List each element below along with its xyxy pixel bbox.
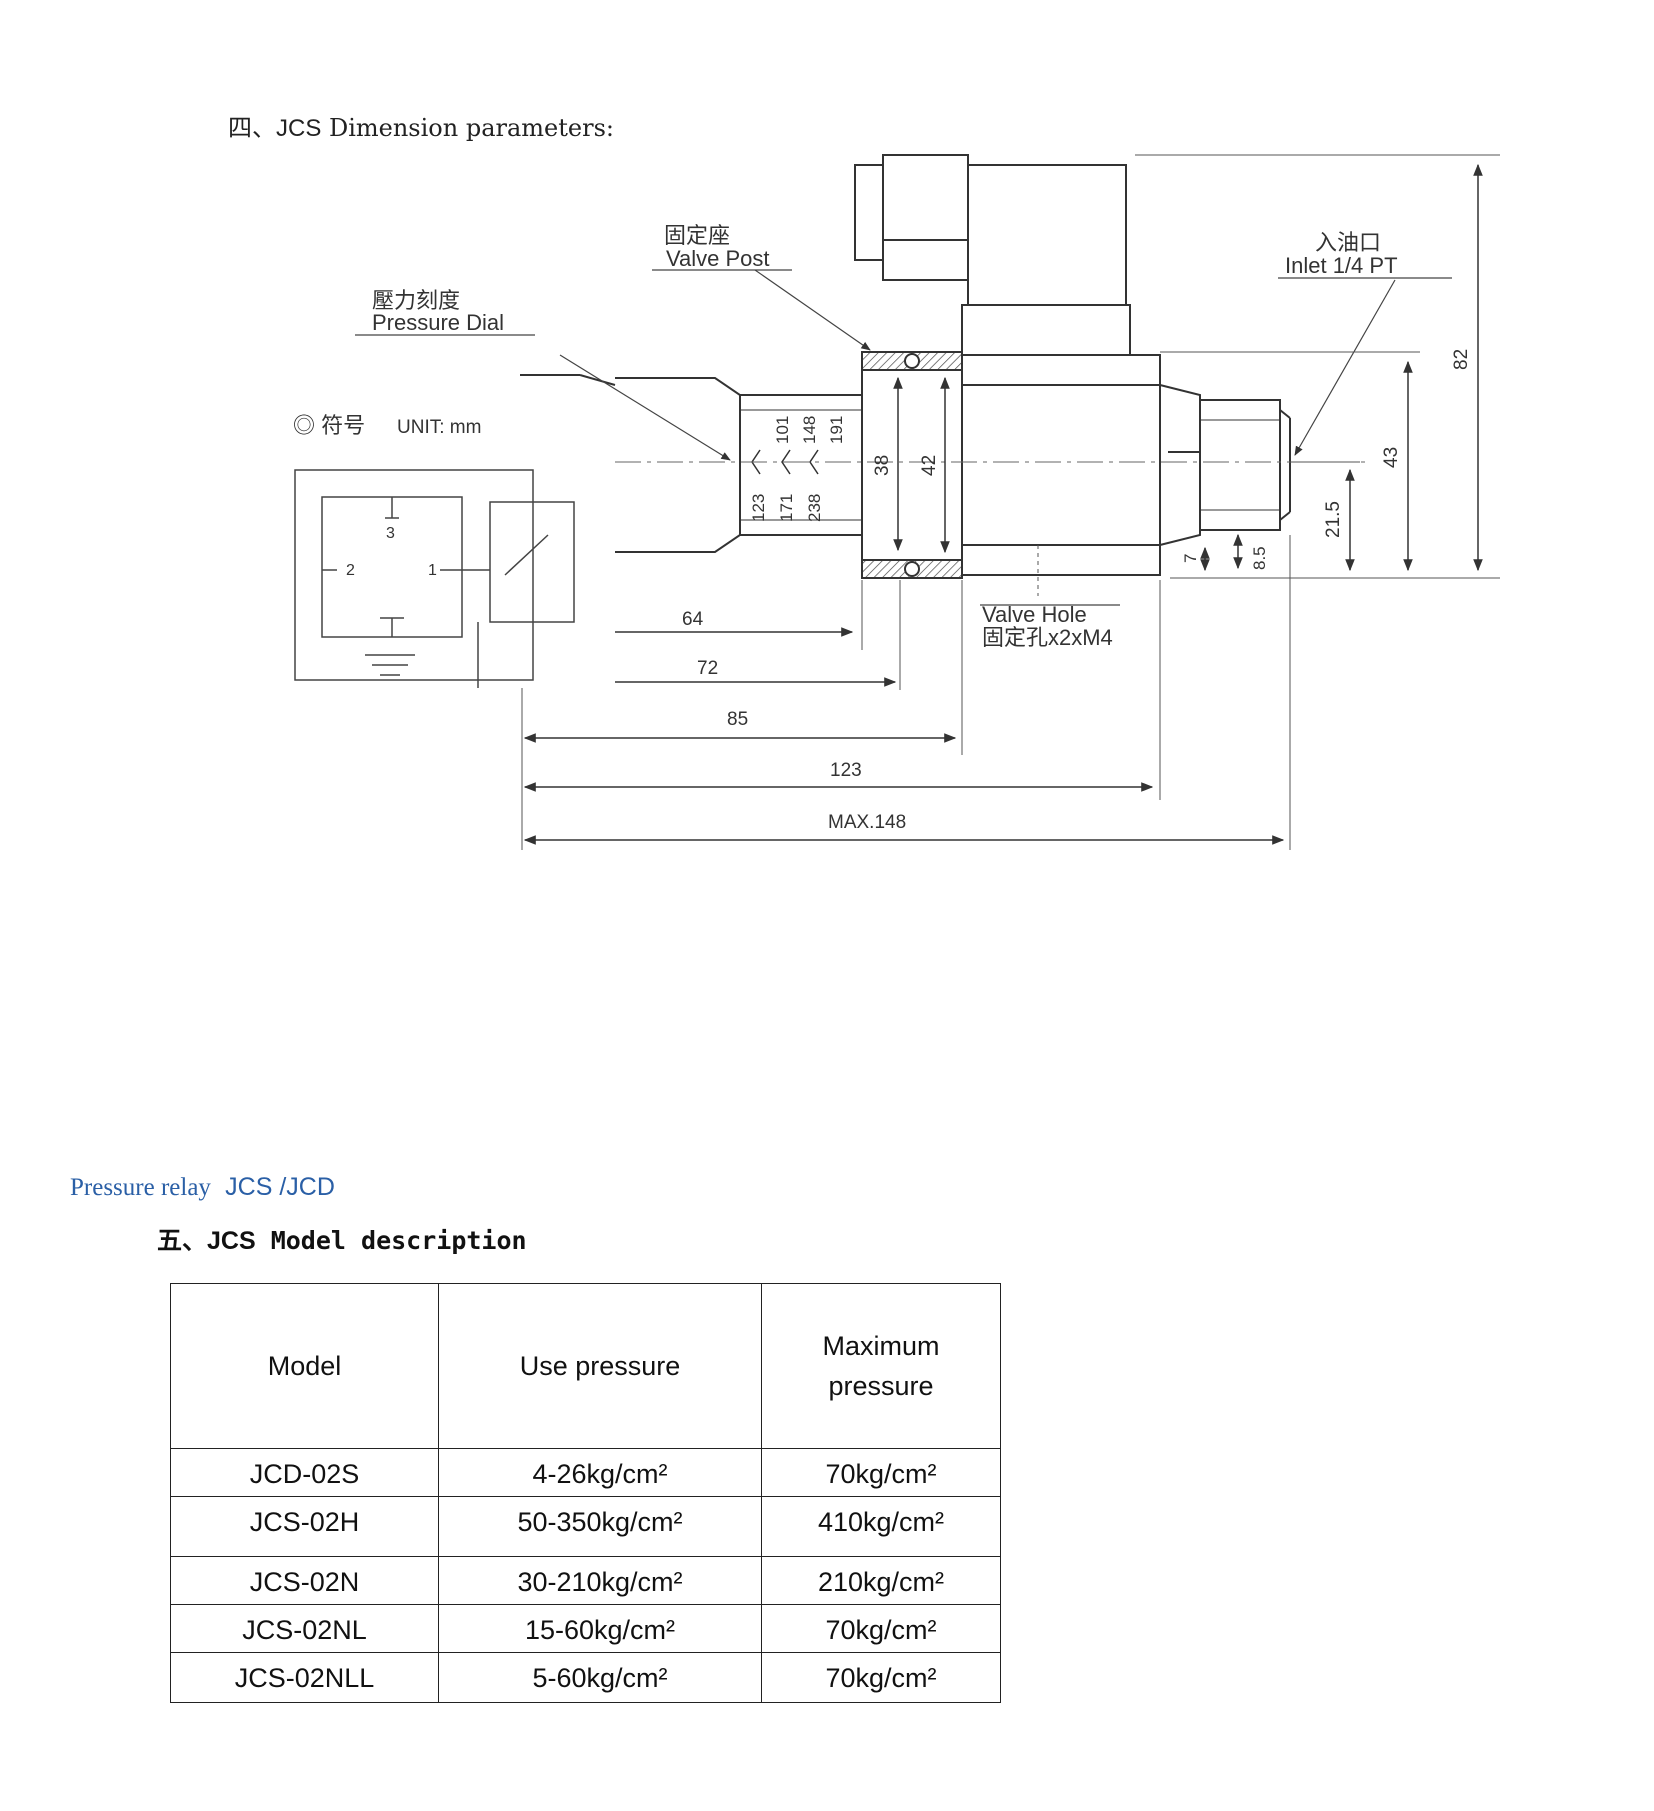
- header-model: Model: [170, 1283, 439, 1449]
- cell-model: JCD-02S: [170, 1448, 439, 1497]
- dim-64: 64: [682, 609, 704, 630]
- table-row: JCD-02S 4-26kg/cm² 70kg/cm²: [170, 1448, 1001, 1497]
- unit-label: UNIT: mm: [397, 417, 481, 438]
- scale-upper-2: 148: [800, 416, 819, 444]
- dimension-arrows: [523, 163, 1483, 845]
- valve-post: [861, 351, 963, 579]
- table-row: JCS-02N 30-210kg/cm² 210kg/cm²: [170, 1556, 1001, 1605]
- cell-use-pressure: 30-210kg/cm²: [438, 1556, 762, 1605]
- dim-82: 82: [1451, 349, 1472, 370]
- dimension-drawing: 固定座 Valve Post 壓力刻度 Pressure Dial 入油口 In…: [293, 154, 1500, 850]
- dim-7: 7: [1181, 554, 1200, 563]
- pressure-dial-en: Pressure Dial: [372, 310, 504, 335]
- section4-title: 四、JCS Dimension parameters:: [228, 108, 614, 143]
- cell-model: JCS-02H: [170, 1496, 439, 1557]
- cell-max-pressure: 410kg/cm²: [761, 1496, 1001, 1557]
- section4-title-text: Dimension parameters:: [321, 114, 614, 142]
- section5-title: 五、JCS Model description: [157, 1221, 527, 1257]
- section5-prefix: 五、: [157, 1226, 208, 1255]
- cell-use-pressure: 4-26kg/cm²: [438, 1448, 762, 1497]
- header-use-pressure: Use pressure: [438, 1283, 762, 1449]
- section5-title-text: Model description: [255, 1226, 527, 1255]
- running-header: Pressure relay JCS /JCD: [70, 1173, 335, 1202]
- header-models: JCS /JCD: [225, 1173, 335, 1201]
- valve-post-en: Valve Post: [666, 246, 770, 271]
- terminal-1: 1: [428, 562, 437, 579]
- drawing-labels: 固定座 Valve Post 壓力刻度 Pressure Dial 入油口 In…: [293, 223, 1472, 833]
- valve-hole-en: Valve Hole: [982, 602, 1087, 627]
- table-row: JCS-02H 50-350kg/cm² 410kg/cm²: [170, 1496, 1001, 1557]
- pressure-dial-cn: 壓力刻度: [372, 288, 460, 313]
- dim-8-5: 8.5: [1250, 546, 1269, 570]
- pressure-dial: [520, 374, 863, 553]
- dim-123: 123: [830, 760, 862, 781]
- table-header-row: Model Use pressure Maximum pressure: [170, 1283, 1001, 1449]
- section5-model: JCS: [207, 1227, 256, 1255]
- dim-72: 72: [697, 658, 718, 679]
- cell-max-pressure: 210kg/cm²: [761, 1556, 1001, 1605]
- leaders: [355, 269, 1452, 606]
- cell-max-pressure: 70kg/cm²: [761, 1652, 1001, 1703]
- cell-use-pressure: 50-350kg/cm²: [438, 1496, 762, 1557]
- extension-lines: [521, 154, 1500, 850]
- terminal-2: 2: [346, 562, 355, 579]
- inlet-cn: 入油口: [1315, 230, 1381, 255]
- scale-lower-1: 123: [749, 494, 768, 522]
- scale-lower-3: 238: [805, 494, 824, 522]
- header-max-pressure: Maximum pressure: [761, 1283, 1001, 1449]
- table-row: JCS-02NL 15-60kg/cm² 70kg/cm²: [170, 1604, 1001, 1653]
- scale-lower-2: 171: [777, 494, 796, 522]
- dim-21-5: 21.5: [1323, 501, 1344, 538]
- dim-max-148: MAX.148: [828, 812, 906, 833]
- symbol-label: ◎ 符号: [293, 413, 365, 438]
- cell-model: JCS-02NLL: [170, 1652, 439, 1703]
- cell-model: JCS-02N: [170, 1556, 439, 1605]
- section4-prefix: 四、: [228, 114, 276, 142]
- terminal-3: 3: [386, 525, 395, 542]
- scale-upper-1: 101: [773, 416, 792, 444]
- cell-use-pressure: 15-60kg/cm²: [438, 1604, 762, 1653]
- cell-use-pressure: 5-60kg/cm²: [438, 1652, 762, 1703]
- valve-hole-cn: 固定孔x2xM4: [982, 625, 1113, 650]
- section4-model: JCS: [276, 115, 322, 142]
- cell-model: JCS-02NL: [170, 1604, 439, 1653]
- table-row: JCS-02NLL 5-60kg/cm² 70kg/cm²: [170, 1652, 1001, 1703]
- inlet-en: Inlet 1/4 PT: [1285, 253, 1398, 278]
- model-table: Model Use pressure Maximum pressure JCD-…: [170, 1283, 1001, 1703]
- valve-body: [961, 354, 1291, 576]
- connector-housing: [854, 154, 1131, 356]
- valve-post-cn: 固定座: [664, 223, 730, 248]
- dim-85: 85: [727, 709, 748, 730]
- dim-43: 43: [1381, 447, 1402, 468]
- dim-42: 42: [919, 455, 940, 476]
- dim-38: 38: [872, 455, 893, 476]
- symbol-diagram: [294, 469, 575, 688]
- cell-max-pressure: 70kg/cm²: [761, 1448, 1001, 1497]
- cell-max-pressure: 70kg/cm²: [761, 1604, 1001, 1653]
- header-product: Pressure relay: [70, 1174, 211, 1201]
- scale-upper-3: 191: [827, 416, 846, 444]
